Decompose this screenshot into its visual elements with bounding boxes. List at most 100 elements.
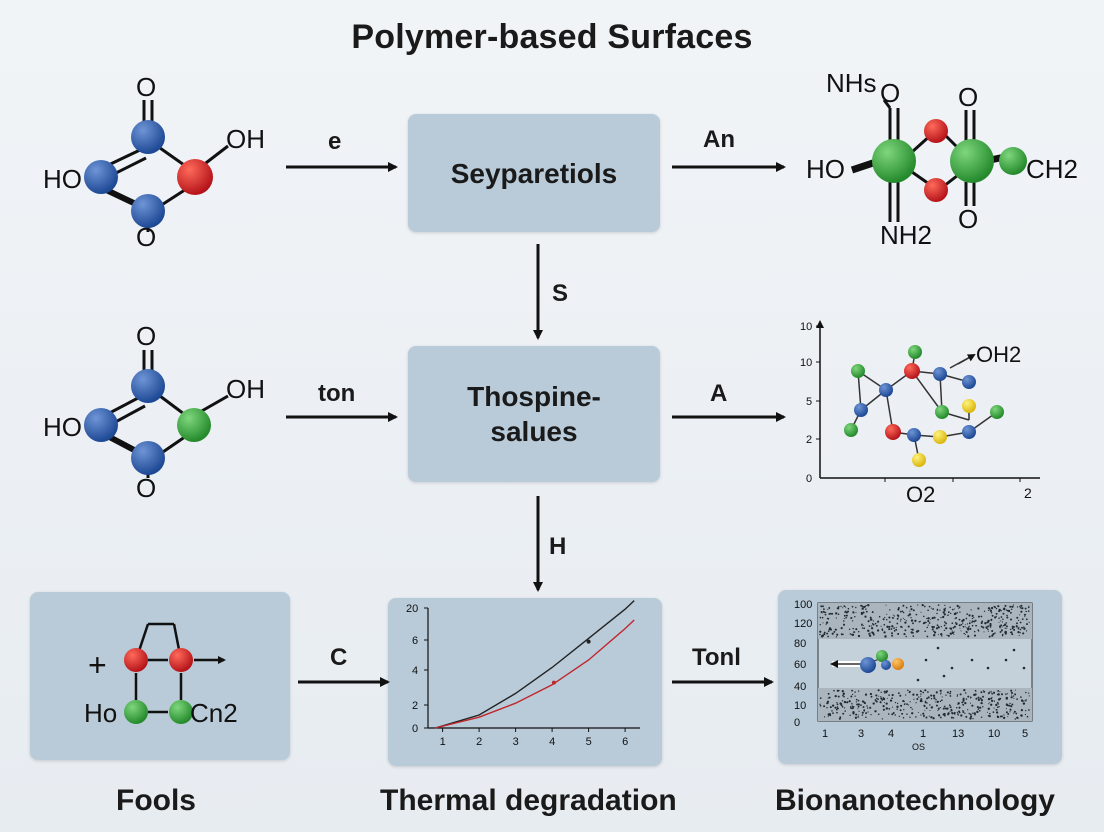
- particle-dot: [995, 711, 999, 714]
- particle-dot: [1004, 604, 1007, 607]
- particle-dot: [956, 612, 959, 614]
- particle-dot: [842, 695, 844, 697]
- particle-dot: [865, 716, 867, 719]
- particle-dot: [912, 609, 915, 612]
- particle-dot: [897, 606, 900, 609]
- particle-dot: [858, 714, 860, 716]
- particle-dot: [896, 708, 898, 710]
- particle-dot: [973, 712, 976, 715]
- particle-dot: [903, 703, 906, 706]
- process-box-middle: Thospine- salues: [408, 346, 660, 482]
- particle-dot: [1007, 713, 1010, 715]
- particle-dot: [881, 629, 884, 632]
- particle-dot: [958, 624, 961, 627]
- particle-dot: [948, 704, 951, 707]
- particle-dot: [944, 707, 947, 710]
- particle-dot: [910, 608, 913, 611]
- particle-dot: [926, 617, 928, 620]
- atom-red: [177, 159, 213, 195]
- particle-dot: [936, 646, 940, 650]
- particle-dot: [837, 707, 839, 710]
- particle-dot: [847, 698, 849, 700]
- particle-dot: [827, 692, 830, 695]
- particle-dot: [971, 620, 974, 623]
- particle-dot: [969, 620, 971, 622]
- particle-dot: [997, 698, 1001, 701]
- x-tick-label: 1: [822, 728, 828, 740]
- particle-dot: [946, 634, 948, 636]
- particle-dot: [982, 695, 984, 698]
- particle-dot: [943, 705, 946, 708]
- particle-dot: [924, 658, 928, 662]
- particle-dot: [953, 631, 955, 633]
- particle-dot: [980, 701, 983, 705]
- particle-dot: [1012, 695, 1015, 697]
- process-box-top-label: Seyparetiols: [450, 157, 618, 189]
- particle-dot: [855, 698, 858, 701]
- particle-dot: [862, 606, 864, 608]
- node-blue: [962, 425, 976, 439]
- y-tick-label: 40: [794, 681, 806, 693]
- particle-dot: [990, 699, 994, 703]
- particle-dot: [835, 636, 838, 638]
- particle-dot: [932, 608, 935, 610]
- particle-dot: [979, 706, 982, 709]
- y-tick-label: 100: [794, 599, 812, 611]
- atom-label-oh: OH: [226, 374, 265, 404]
- particle-dot: [861, 714, 864, 716]
- particle-dot: [870, 713, 872, 716]
- particle-dot: [867, 629, 870, 632]
- particle-dot: [902, 611, 905, 614]
- particle-dot: [976, 705, 979, 709]
- particle-dot: [869, 692, 873, 696]
- particle-dot: [937, 701, 940, 703]
- particle-dot: [926, 697, 929, 700]
- particle-dot: [943, 613, 946, 616]
- particle-dot: [972, 717, 974, 720]
- particle-dot: [1004, 630, 1007, 634]
- particle-dot: [828, 612, 831, 615]
- particle-dot: [1009, 611, 1012, 614]
- particle-dot: [957, 702, 960, 705]
- particle-dot: [1006, 616, 1009, 619]
- particle-dot: [943, 621, 946, 623]
- particle-dot: [933, 634, 936, 637]
- particle-dot: [977, 708, 979, 711]
- particle-dot: [910, 706, 912, 709]
- particle-dot: [852, 611, 855, 614]
- x-axis-label: OS: [912, 742, 925, 752]
- particle-dot: [887, 713, 890, 715]
- particle-dot: [963, 632, 965, 635]
- atom-green: [999, 147, 1027, 175]
- particle-dot: [932, 627, 934, 629]
- particle-dot: [866, 705, 868, 707]
- particle-dot: [848, 700, 851, 703]
- particle-dot: [911, 708, 913, 710]
- particle-dot: [1000, 693, 1004, 696]
- particle-dot: [857, 634, 861, 638]
- particle-dot: [854, 716, 858, 719]
- particle-dot: [987, 628, 989, 631]
- particle-dot: [991, 692, 994, 695]
- particle-dot: [933, 630, 935, 632]
- atom-label-oh: OH: [226, 124, 265, 154]
- particle-dot: [911, 712, 914, 715]
- atom-label-ho: HO: [43, 412, 82, 442]
- y-tick-label: 6: [412, 635, 418, 647]
- particle-dot: [892, 712, 895, 714]
- particle-dot: [1003, 608, 1006, 611]
- particle-dot: [964, 626, 966, 628]
- particle-dot: [861, 623, 863, 626]
- particle-dot: [967, 695, 970, 698]
- particle-dot: [915, 702, 917, 704]
- node-green: [851, 364, 865, 378]
- particle-dot: [837, 613, 840, 615]
- particle-dot: [1010, 705, 1013, 708]
- particle-dot: [949, 706, 952, 709]
- particle-dot: [880, 697, 883, 700]
- particle-dot: [842, 620, 845, 622]
- particle-dot: [820, 605, 823, 608]
- particle-dot: [845, 606, 847, 608]
- particle-dot: [851, 703, 853, 705]
- particle-dot: [877, 620, 880, 623]
